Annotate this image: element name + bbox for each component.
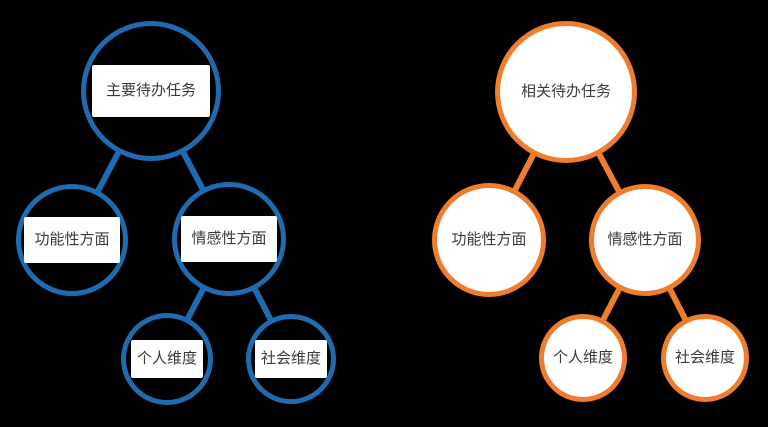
node-label: 情感性方面 [181, 216, 277, 262]
tree-node-main-todo-functional: 功能性方面 [16, 184, 128, 296]
tree-edge-related-todo-root-functional [511, 150, 538, 194]
tree-edge-main-todo-root-functional [94, 148, 123, 195]
node-label: 相关待办任务 [520, 83, 611, 101]
tree-edge-main-todo-emotional-personal [184, 285, 207, 323]
tree-node-main-todo-social: 社会维度 [246, 314, 336, 404]
tree-node-related-todo-root: 相关待办任务 [495, 21, 637, 163]
node-label: 情感性方面 [607, 231, 683, 249]
tree-node-related-todo-social: 社会维度 [661, 314, 749, 402]
node-label: 个人维度 [130, 340, 203, 378]
tree-node-related-todo-personal: 个人维度 [539, 314, 627, 402]
tree-node-related-todo-emotional: 情感性方面 [589, 184, 701, 296]
node-label: 社会维度 [254, 340, 327, 378]
tree-edge-related-todo-emotional-social [666, 285, 690, 323]
node-label: 功能性方面 [451, 231, 527, 249]
node-label: 主要待办任务 [91, 65, 210, 117]
tree-node-main-todo-emotional: 情感性方面 [172, 182, 286, 296]
node-label: 功能性方面 [24, 217, 120, 263]
tree-edge-main-todo-emotional-social [251, 285, 275, 324]
tree-edge-related-todo-root-emotional [595, 150, 623, 195]
tree-node-main-todo-root: 主要待办任务 [81, 21, 221, 161]
node-label: 个人维度 [552, 349, 613, 367]
tree-node-related-todo-functional: 功能性方面 [432, 183, 546, 297]
tree-node-main-todo-personal: 个人维度 [121, 313, 213, 405]
tree-edge-main-todo-root-emotional [179, 148, 207, 193]
node-label: 社会维度 [674, 349, 735, 367]
tree-edge-related-todo-emotional-personal [599, 285, 623, 324]
